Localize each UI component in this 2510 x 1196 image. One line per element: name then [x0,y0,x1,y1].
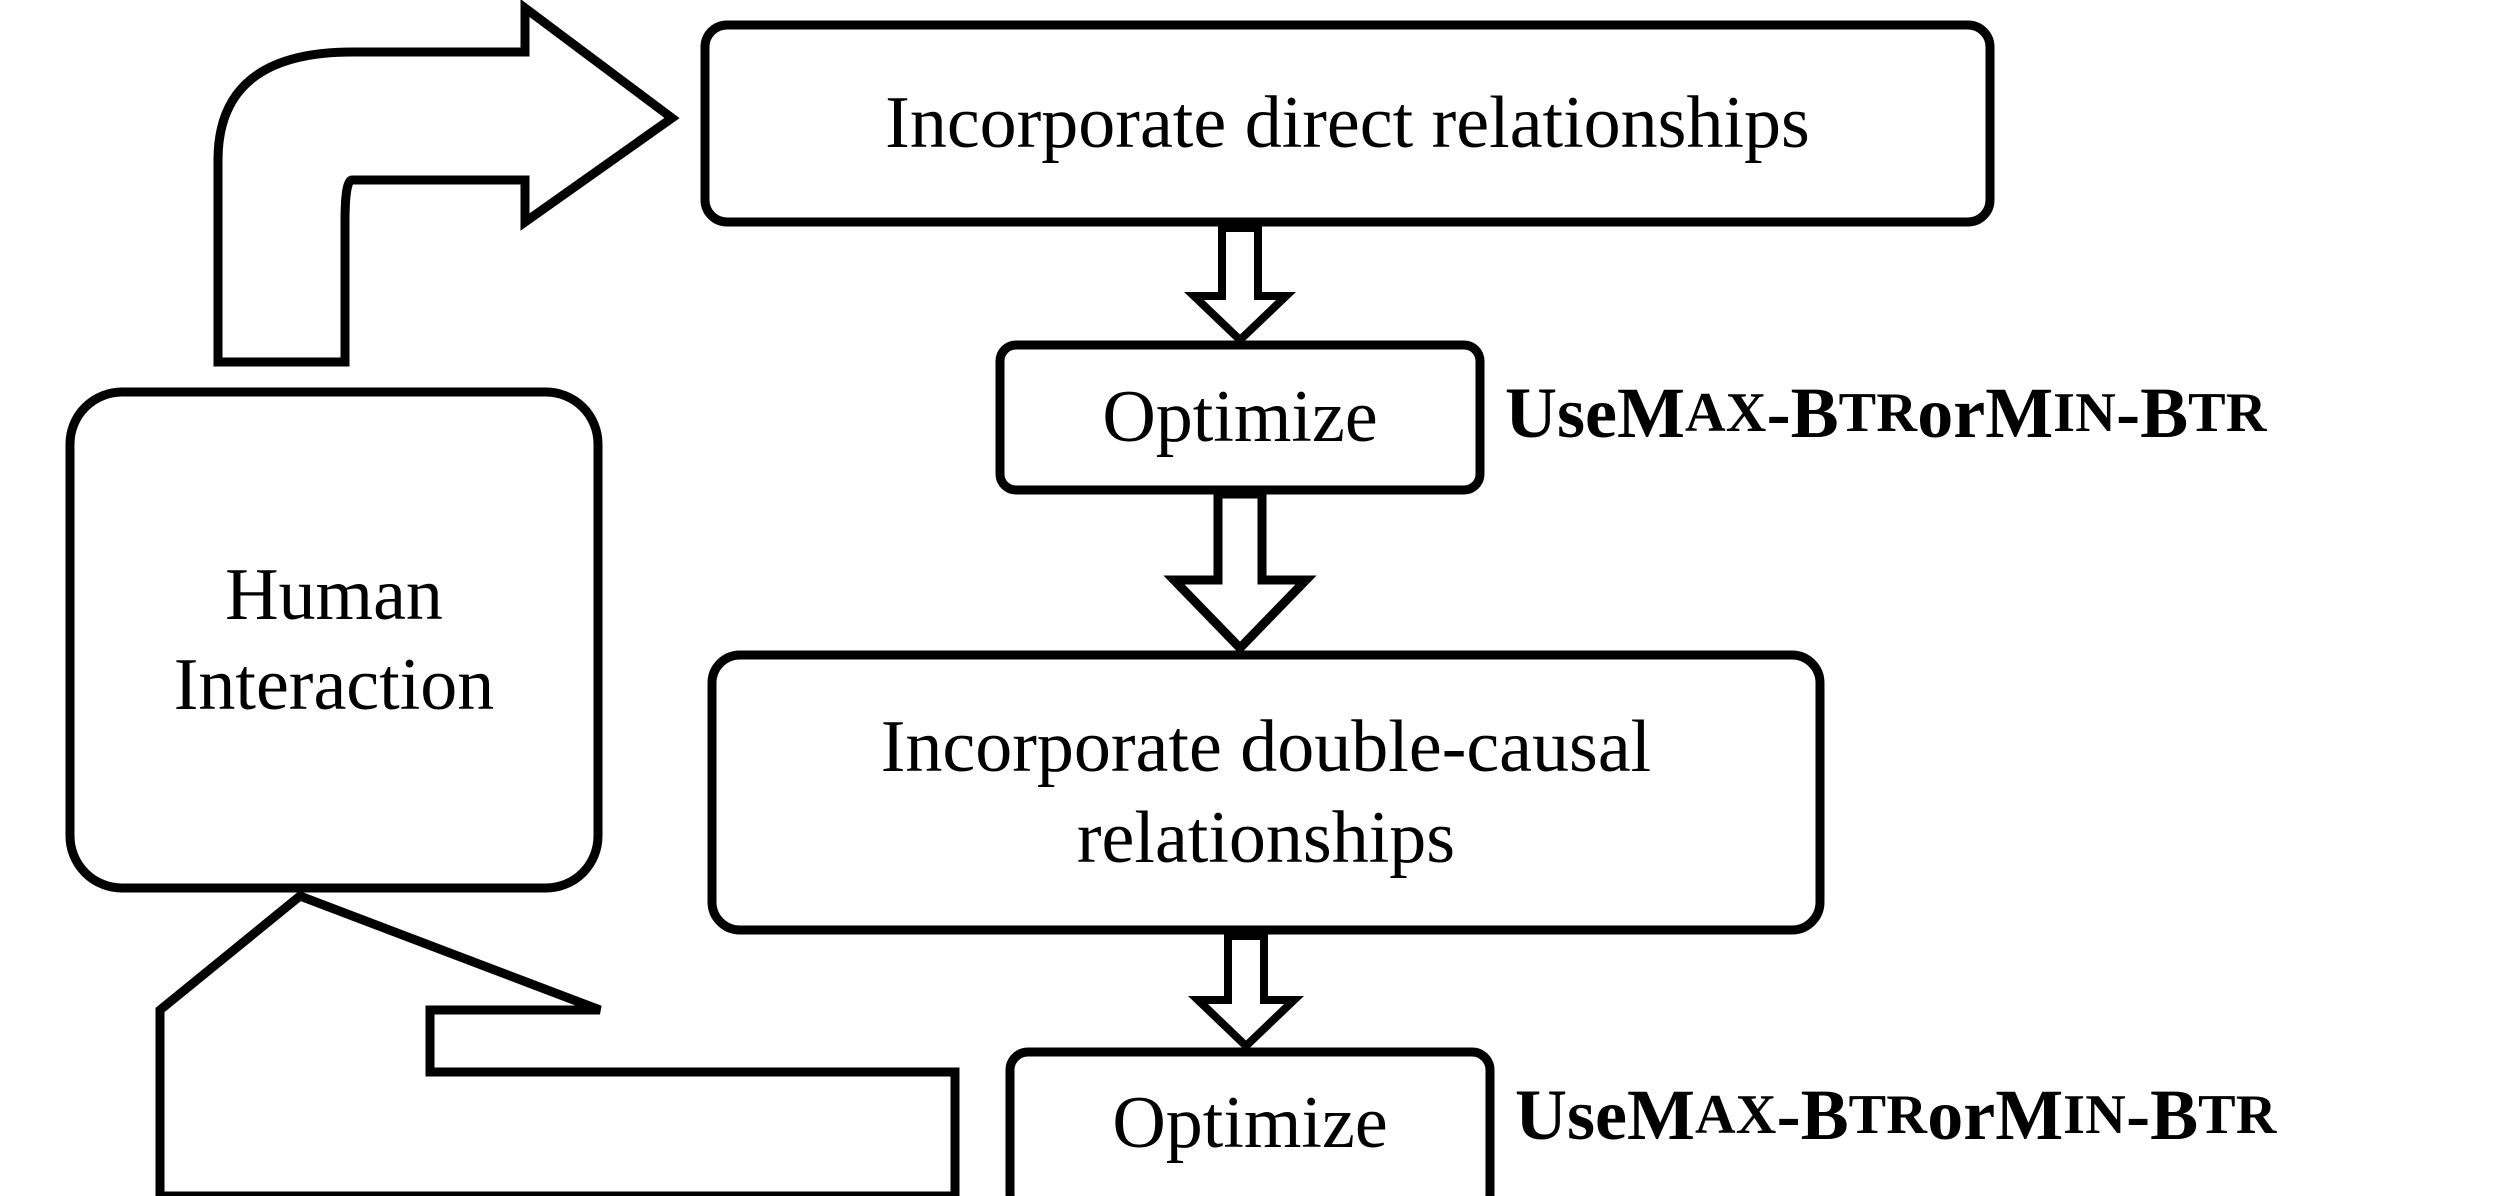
feedback-arrow-bottom [155,890,960,1196]
annotation-top-use-word: Use [1505,372,1617,453]
annotation-top-btr1-rest: TR [1838,382,1918,444]
annotation-bottom-btr1-initial: B [1800,1074,1849,1155]
annotation-top-dash-2: - [2116,372,2141,453]
annotation-top-btr1-initial: B [1790,372,1839,453]
node-optimize-top[interactable] [995,340,1485,495]
annotation-bottom-or-word: or [1927,1074,1996,1155]
annotation-bottom-use-word: Use [1515,1074,1627,1155]
annotation-top-max-rest: AX [1684,382,1767,444]
annotation-bottom-btr2-initial: B [2150,1074,2199,1155]
curved-feedback-arrow-top [213,0,680,367]
node-human-interaction[interactable] [65,387,603,893]
node-incorporate-double[interactable] [707,650,1825,935]
annotation-top-min-initial: M [1985,372,2054,453]
annotation-bottom-min-initial: M [1995,1074,2064,1155]
annotation-bottom-btr2-rest: TR [2198,1084,2277,1146]
annotation-top-min-rest: IN [2053,382,2117,444]
annotation-top-max-initial: M [1616,372,1685,453]
annotation-bottom-min-rest: IN [2063,1084,2127,1146]
node-incorporate-direct[interactable] [700,20,1995,227]
annotation-top-dash-1: - [1766,372,1791,453]
annotation-bottom-max-rest: AX [1694,1084,1777,1146]
annotation-bottom-max-initial: M [1626,1074,1695,1155]
annotation-top-or-word: or [1917,372,1986,453]
annotation-top-btr2-initial: B [2140,372,2189,453]
annotation-top-btr2-rest: TR [2188,382,2267,444]
down-arrow-optimize-top-to-box3 [1163,489,1317,655]
down-arrow-box1-to-optimize-top [1184,224,1296,346]
node-optimize-bottom[interactable] [1005,1047,1495,1196]
annotation-bottom-dash-2: - [2126,1074,2151,1155]
down-arrow-box3-to-optimize-bottom [1188,932,1304,1052]
annotation-bottom-btr1-rest: TR [1848,1084,1928,1146]
annotation-bottom-dash-1: - [1776,1074,1801,1155]
